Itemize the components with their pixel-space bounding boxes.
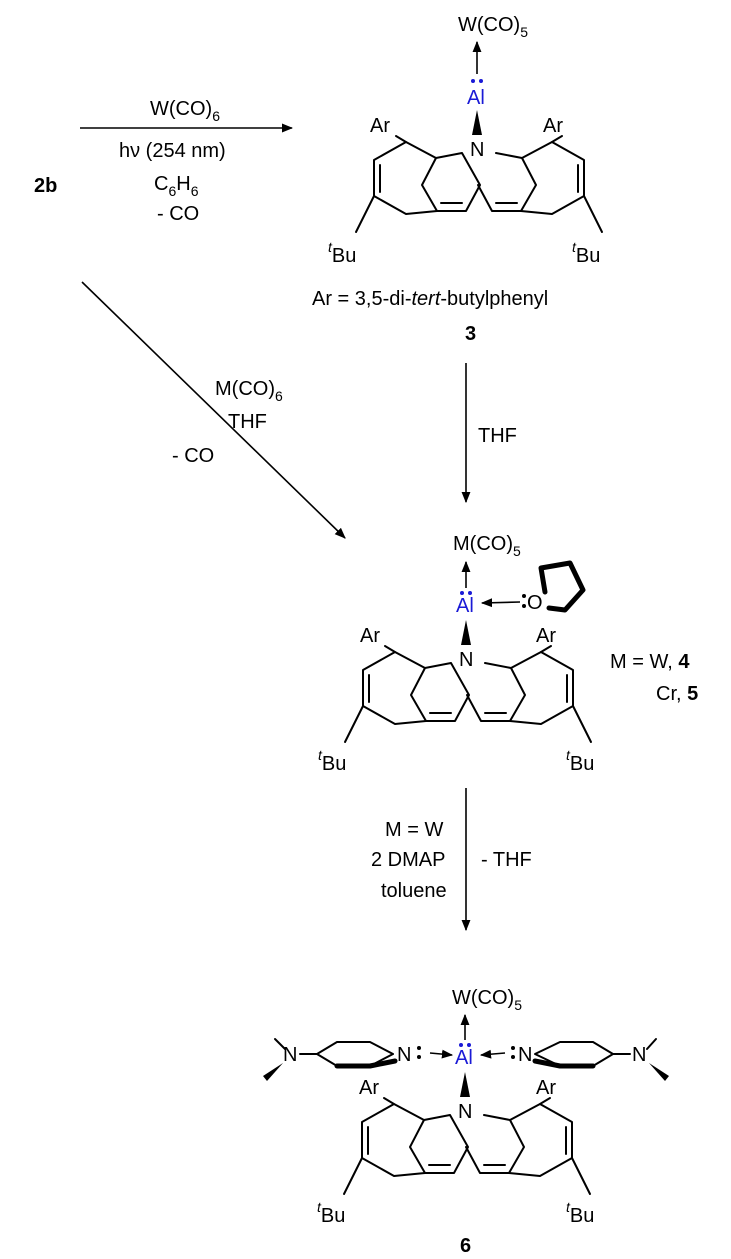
- svg-text:W(CO)5: W(CO)5: [458, 14, 528, 40]
- irradiation-label: hν (254 nm): [119, 140, 226, 162]
- compound-6-label: 6: [460, 1235, 471, 1257]
- tbu-right-3: Bu: [576, 245, 600, 267]
- aryl-def-prefix: Ar = 3,5-di-: [312, 288, 411, 310]
- solvent-benzene: C: [154, 173, 168, 195]
- m-carbonyl-label: M(CO): [453, 533, 513, 555]
- compound-4-5-structure: M(CO)5 Al O N Ar Ar tBu tBu: [318, 533, 594, 775]
- loss-co-label-2: - CO: [172, 445, 214, 467]
- reaction-arrow-1: W(CO)6 hν (254 nm) C6H6 - CO: [80, 98, 294, 225]
- reaction-arrow-2: M(CO)6 THF - CO: [81, 281, 346, 539]
- aryl-right-3: Ar: [543, 115, 563, 137]
- compound-3-label: 3: [465, 323, 476, 345]
- compound-6-structure: W(CO)5 Al N N N N N: [263, 987, 669, 1227]
- n-atom-3: N: [470, 139, 484, 161]
- loss-co-label-1: - CO: [157, 203, 199, 225]
- reagent-wco6: W(CO): [150, 98, 212, 120]
- n-amine-left: N: [283, 1044, 297, 1066]
- svg-text:W(CO)6: W(CO)6: [150, 98, 220, 124]
- reaction-arrow-4: M = W 2 DMAP toluene - THF: [371, 788, 532, 932]
- compound-2b-label: 2b: [34, 175, 57, 197]
- aryl-left-3: Ar: [370, 115, 390, 137]
- svg-text:M(CO)6: M(CO)6: [215, 378, 283, 404]
- al-atom-6: Al: [455, 1047, 473, 1069]
- toluene-solvent: toluene: [381, 880, 447, 902]
- svg-text:M = W, 4: M = W, 4: [610, 651, 690, 673]
- svg-text:Cr, 5: Cr, 5: [656, 683, 698, 705]
- svg-text:C6H6: C6H6: [154, 173, 199, 199]
- loss-thf-label: - THF: [481, 849, 532, 871]
- n-pyridine-right: N: [518, 1044, 532, 1066]
- n-amine-right: N: [632, 1044, 646, 1066]
- aryl-left-4: Ar: [360, 625, 380, 647]
- svg-text:Ar = 3,5-di-tert-butylphenyl: Ar = 3,5-di-tert-butylphenyl: [312, 288, 548, 310]
- tbu-left-3: Bu: [332, 245, 356, 267]
- note-line2-prefix: Cr,: [656, 683, 687, 705]
- svg-text:W(CO)5: W(CO)5: [452, 987, 522, 1013]
- n-pyridine-left: N: [397, 1044, 411, 1066]
- tbu-right-6: Bu: [570, 1205, 594, 1227]
- tbu-right-4: Bu: [570, 753, 594, 775]
- reagent-mco6: M(CO): [215, 378, 275, 400]
- aryl-right-6: Ar: [536, 1077, 556, 1099]
- svg-text:tBu: tBu: [317, 1199, 345, 1227]
- compound-3-structure: W(CO)5 Al N Ar Ar tBu tBu: [328, 14, 603, 267]
- compound-5-label: 5: [687, 683, 698, 705]
- n-atom-4: N: [459, 649, 473, 671]
- o-atom-thf: O: [527, 592, 543, 614]
- svg-text:tBu: tBu: [566, 747, 594, 775]
- w-carbonyl-label-6: W(CO): [452, 987, 514, 1009]
- svg-text:tBu: tBu: [572, 239, 600, 267]
- aryl-right-4: Ar: [536, 625, 556, 647]
- aryl-def-italic: tert: [411, 288, 441, 310]
- aryl-def-suffix: -butylphenyl: [440, 288, 548, 310]
- n-atom-6: N: [458, 1101, 472, 1123]
- al-atom-3: Al: [467, 87, 485, 109]
- aryl-left-6: Ar: [359, 1077, 379, 1099]
- tbu-left-4: Bu: [322, 753, 346, 775]
- tbu-left-6: Bu: [321, 1205, 345, 1227]
- dmap-reagent: 2 DMAP: [371, 849, 445, 871]
- svg-text:tBu: tBu: [566, 1199, 594, 1227]
- svg-text:tBu: tBu: [328, 239, 356, 267]
- al-atom-4: Al: [456, 595, 474, 617]
- svg-text:M(CO)5: M(CO)5: [453, 533, 521, 559]
- w-carbonyl-label: W(CO): [458, 14, 520, 36]
- note-line1-prefix: M = W,: [610, 651, 678, 673]
- svg-text:tBu: tBu: [318, 747, 346, 775]
- thf-label-2: THF: [228, 411, 267, 433]
- thf-label-3: THF: [478, 425, 517, 447]
- metal-condition: M = W: [385, 819, 443, 841]
- compound-4-label: 4: [678, 651, 690, 673]
- reaction-arrow-3: THF: [461, 363, 517, 504]
